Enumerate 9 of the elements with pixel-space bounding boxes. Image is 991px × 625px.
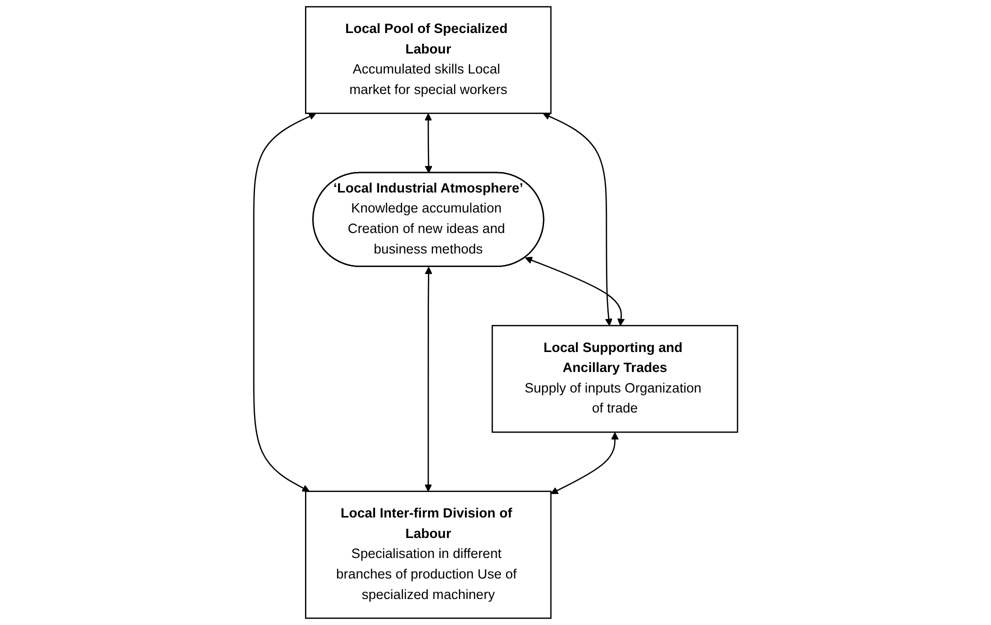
arrow	[424, 113, 432, 174]
node-box: Local Inter-firm Division of Labour Specialisation in different branches of production Use of specialized machinery	[304, 490, 552, 619]
arrow	[524, 256, 625, 326]
arrow	[542, 112, 612, 326]
node-box: Local Supporting and Ancillary Trades Supply of inputs Organization of trade	[491, 324, 738, 433]
arrow	[424, 266, 432, 492]
arrow	[252, 113, 316, 492]
node-box: Local Pool of Specialized Labour Accumulated skills Local market for special workers	[304, 6, 552, 114]
arrow	[550, 432, 618, 494]
